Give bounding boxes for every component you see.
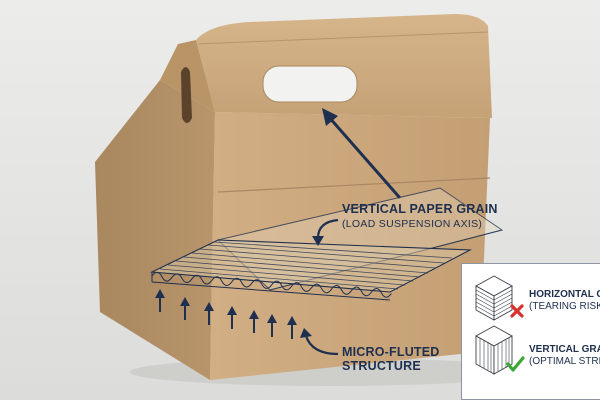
handle-crease: [197, 31, 489, 45]
vertical-grain-cube: [475, 325, 513, 375]
fluted-layer: [149, 239, 473, 301]
grain-arrowhead: [322, 108, 338, 126]
arrow-up-icon: [287, 316, 297, 339]
arrow-up-icon: [204, 302, 214, 325]
curved-arrow-icon: [312, 218, 339, 246]
cross-icon: [510, 304, 524, 318]
arrow-up-icon: [227, 306, 237, 329]
grain-callout: VERTICAL PAPER GRAIN (LOAD SUSPENSION AX…: [342, 202, 498, 232]
flute-callout-line2: STRUCTURE: [342, 359, 421, 373]
arrow-up-icon: [155, 289, 165, 312]
left-handle-slot: [181, 67, 192, 123]
grain-arrow-line: [326, 115, 402, 199]
legend-horizontal-subtitle: (TEARING RISK): [529, 301, 600, 312]
legend-icons: [475, 275, 525, 375]
grain-callout-subtitle: (LOAD SUSPENSION AXIS): [342, 218, 483, 230]
handle-cutout: [262, 65, 358, 103]
check-icon: [506, 356, 525, 372]
horizontal-grain-cube: [475, 275, 513, 321]
front-crease: [217, 177, 491, 193]
legend-vertical-subtitle: (OPTIMAL STREN: [529, 356, 600, 367]
grain-legend: HORIZONTAL GR (TEARING RISK) VERTICAL GR…: [461, 263, 600, 400]
curved-arrow-icon: [300, 328, 339, 356]
flute-callout-line1: MICRO-FLUTED: [342, 345, 440, 359]
flute-wave-edge: [151, 271, 392, 298]
arrow-up-icon: [249, 310, 259, 333]
arrow-up-icon: [267, 314, 277, 337]
flute-callout: MICRO-FLUTED STRUCTURE: [342, 345, 440, 373]
legend-vertical-title: VERTICAL GRAIN: [529, 344, 600, 355]
legend-horizontal-title: HORIZONTAL GR: [529, 289, 600, 300]
arrow-up-icon: [180, 297, 190, 320]
grain-callout-title: VERTICAL PAPER GRAIN: [342, 202, 498, 216]
